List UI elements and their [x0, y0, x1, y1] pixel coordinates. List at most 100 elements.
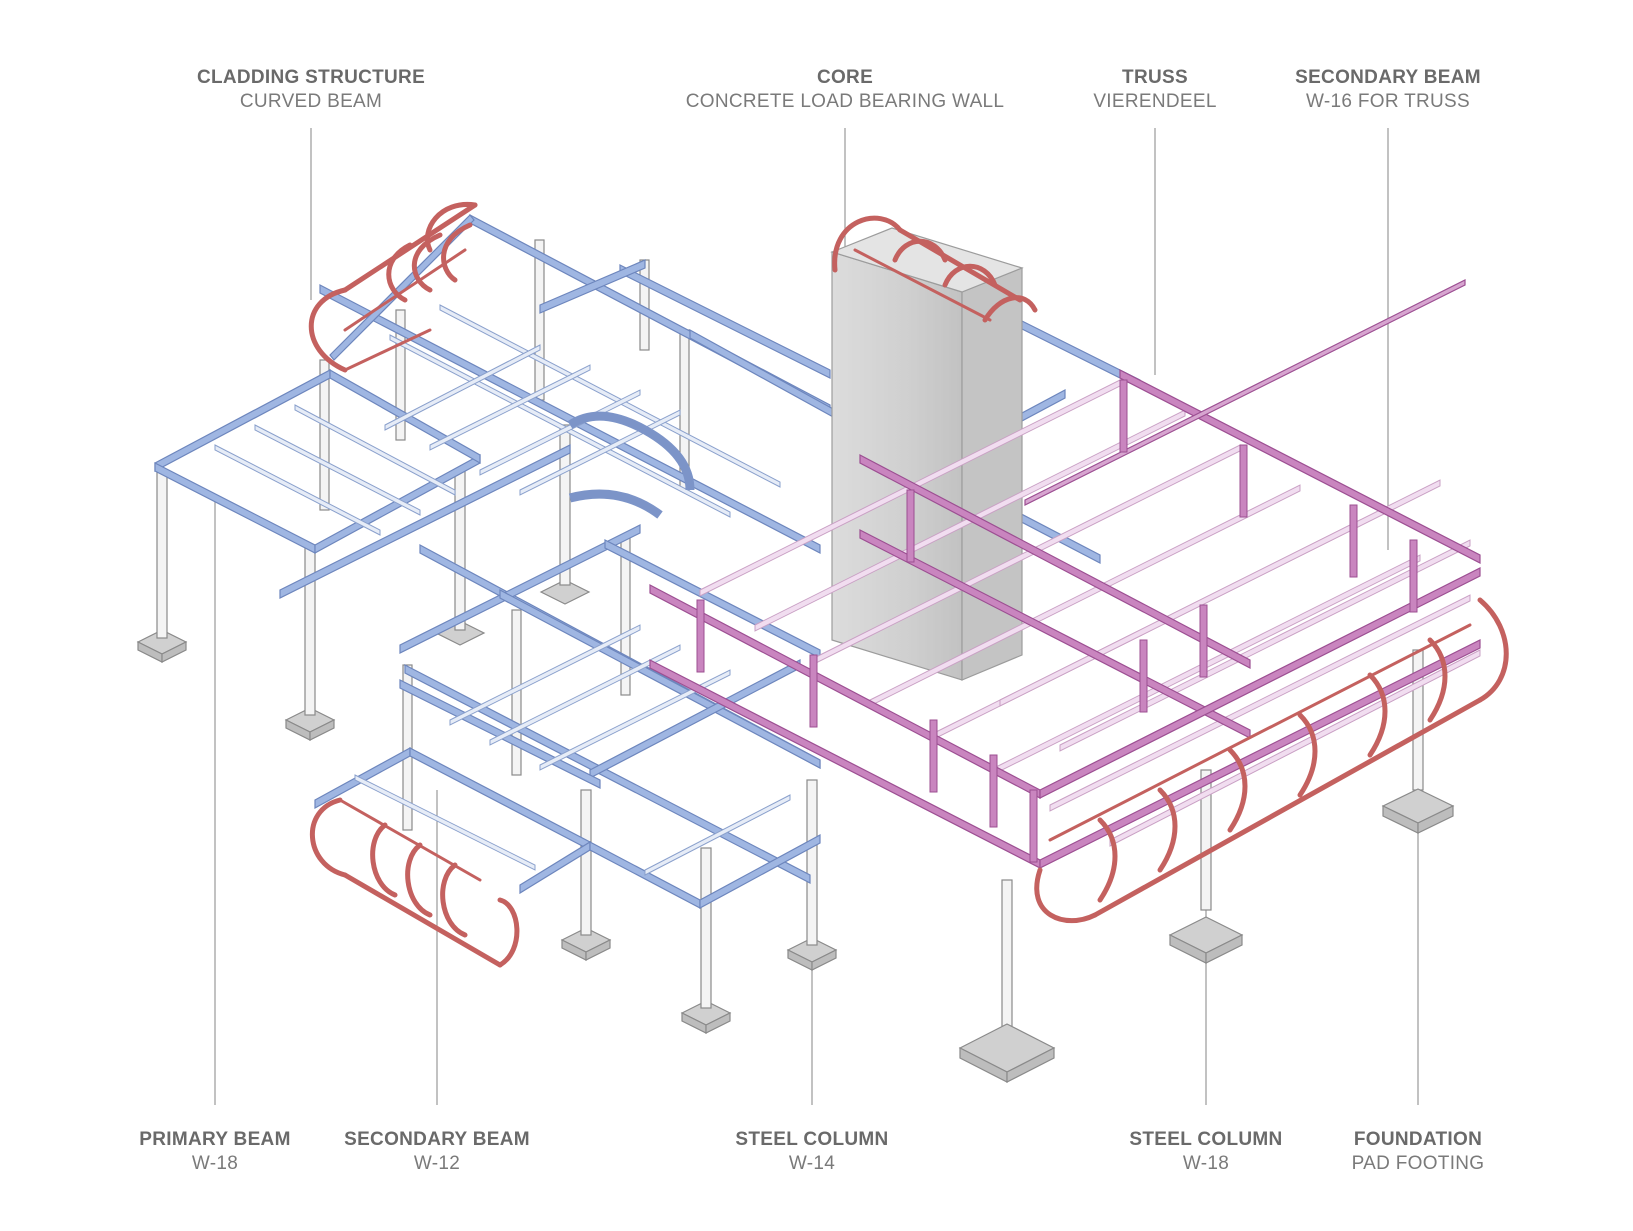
truss-post [906, 489, 915, 563]
pad-footing [539, 579, 591, 605]
truss-secondary-beam [1109, 649, 1481, 847]
label-subtitle: CONCRETE LOAD BEARING WALL [685, 91, 1005, 112]
label-subtitle: W-14 [788, 1153, 836, 1174]
truss-post [696, 599, 705, 673]
label-subtitle: W-16 FOR TRUSS [1306, 91, 1470, 112]
truss-secondary-beam [1049, 594, 1471, 812]
label-subtitle: CURVED BEAM [239, 91, 383, 112]
truss-post [989, 754, 998, 828]
secondary-beam [384, 344, 541, 431]
label-subtitle: VIERENDEEL [1093, 91, 1217, 112]
truss-post [929, 719, 938, 793]
cladding-structure [308, 202, 1509, 968]
secondary-beam [254, 424, 421, 516]
label-subtitle: W-18 [1182, 1153, 1230, 1174]
label-title: TRUSS [1122, 67, 1188, 88]
cladding-core-top [832, 215, 1038, 323]
curved-floor-beam [567, 411, 695, 519]
truss-post [1409, 539, 1418, 613]
primary-beam [399, 524, 641, 654]
label-title: PRIMARY BEAM [139, 1129, 291, 1150]
truss-chord [1039, 639, 1481, 869]
primary-beam [279, 444, 571, 599]
core-wall-side [961, 267, 1023, 681]
steel-column [304, 544, 316, 716]
curved-beam [568, 489, 663, 519]
label-title: SECONDARY BEAM [344, 1129, 530, 1150]
truss-secondary-beam [1059, 539, 1471, 752]
truss-post [1119, 379, 1128, 453]
cladding-bottom-left [310, 797, 520, 968]
secondary-beam [354, 774, 536, 871]
label-subtitle: W-12 [413, 1153, 461, 1174]
label-title: STEEL COLUMN [735, 1129, 889, 1150]
truss-chord [1119, 369, 1481, 564]
label-title: CLADDING STRUCTURE [196, 67, 426, 88]
truss-post [1239, 444, 1248, 518]
truss-chord [1039, 567, 1481, 799]
steel-column [806, 779, 818, 946]
label-core: CORE CONCRETE LOAD BEARING WALL [686, 66, 1005, 114]
truss-post [1349, 504, 1358, 578]
primary-beam [499, 589, 821, 769]
secondary-beam [214, 444, 381, 536]
label-title: CORE [816, 67, 874, 88]
label-secondary-beam-top: SECONDARY BEAM W-16 FOR TRUSS [1295, 66, 1481, 114]
secondary-beam [539, 669, 731, 771]
secondary-beam [519, 409, 681, 496]
primary-beam [329, 214, 475, 361]
label-subtitle: W-18 [191, 1153, 239, 1174]
steel-column [395, 309, 406, 441]
steel-column [580, 789, 592, 936]
label-primary-beam: PRIMARY BEAM W-18 [139, 1128, 290, 1176]
label-title: SECONDARY BEAM [1295, 67, 1481, 88]
label-cladding-structure: CLADDING STRUCTURE CURVED BEAM [197, 66, 425, 114]
curved-beam [567, 411, 695, 491]
steel-column [1001, 879, 1013, 1041]
secondary-beam [294, 404, 456, 496]
label-foundation: FOUNDATION PAD FOOTING [1352, 1128, 1485, 1176]
label-subtitle: PAD FOOTING [1351, 1153, 1485, 1174]
label-steel-column-w14: STEEL COLUMN W-14 [735, 1128, 888, 1176]
secondary-beam [439, 304, 781, 488]
primary-beam [539, 259, 646, 314]
truss-post [809, 654, 818, 728]
secondary-beams [214, 304, 791, 876]
truss-secondary-beam [999, 479, 1441, 707]
label-steel-column-w18: STEEL COLUMN W-18 [1129, 1128, 1282, 1176]
label-secondary-beam-bottom: SECONDARY BEAM W-12 [344, 1128, 530, 1176]
secondary-beam [429, 364, 591, 451]
steel-column [700, 847, 712, 1009]
steel-column [402, 664, 413, 831]
steel-column [156, 469, 168, 639]
secondary-beam [449, 624, 641, 726]
truss-chord [859, 454, 1251, 669]
truss-post [1139, 639, 1148, 713]
primary-beam [619, 264, 831, 379]
steel-column [454, 469, 466, 631]
cladding-right [1034, 597, 1509, 924]
concrete-core [830, 227, 1024, 681]
primary-beam [699, 833, 821, 910]
secondary-beam [489, 644, 681, 746]
primary-beam [404, 664, 811, 884]
label-truss: TRUSS VIERENDEEL [1093, 66, 1216, 114]
steel-column [319, 359, 330, 511]
primary-beam [319, 284, 821, 554]
truss-post [1029, 789, 1038, 863]
vierendeel-truss [649, 279, 1481, 869]
label-title: FOUNDATION [1353, 1129, 1483, 1150]
steel-column [1200, 769, 1212, 911]
leader-lines [214, 128, 1419, 1105]
cladding-top-left [308, 202, 478, 373]
core-wall-front [831, 251, 963, 681]
secondary-beam [644, 794, 791, 876]
truss-post [1199, 604, 1208, 678]
label-title: STEEL COLUMN [1129, 1129, 1283, 1150]
truss-chord [1024, 279, 1466, 506]
primary-beam [154, 462, 316, 554]
steel-column [559, 424, 571, 586]
steel-column [534, 239, 545, 401]
